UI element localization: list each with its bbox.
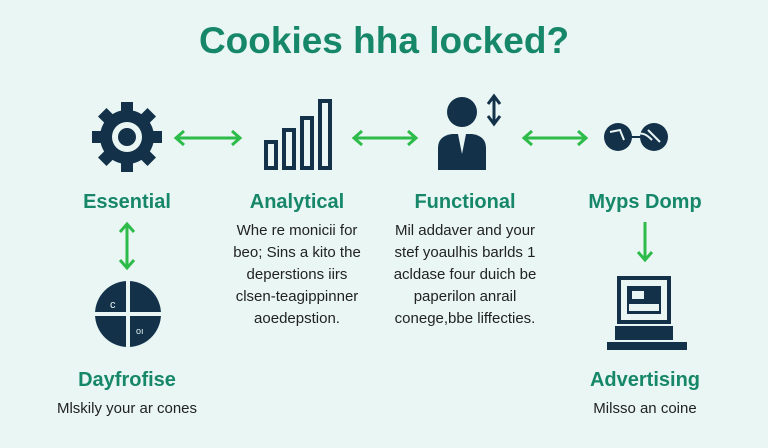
- arrow-essential-analytical: [173, 129, 243, 147]
- desc-line: Whe re monicii for: [236, 222, 358, 239]
- label-analytical: Analytical: [249, 191, 345, 213]
- svg-text:c: c: [110, 299, 116, 311]
- person-icon: [438, 93, 502, 170]
- description-advertising: Milsso an coine: [593, 400, 697, 417]
- desc-line: paperilon anrail: [413, 288, 517, 305]
- desc-line: deperstions iirs: [246, 266, 348, 283]
- desc-line: conege,bbe liffecties.: [394, 310, 536, 327]
- description-dayfrofise: Mlskily your ar cones: [56, 400, 198, 417]
- desc-line: Mil addaver and your: [394, 222, 536, 239]
- description-functional: Mil addaver and your stef yoaulhis barld…: [365, 220, 565, 330]
- label-myps-domp: Myps Domp: [588, 191, 702, 213]
- desc-line: acldase four duich be: [393, 266, 537, 283]
- globe-icon: [604, 123, 668, 151]
- arrow-myps-down: [636, 222, 654, 263]
- desc-line: stef yoaulhis barlds 1: [394, 244, 536, 261]
- bar-chart-icon: [264, 99, 332, 170]
- pie-chart-icon: c oı: [95, 281, 161, 347]
- label-essential: Essential: [83, 191, 171, 213]
- svg-text:oı: oı: [136, 326, 144, 336]
- label-dayfrofise: Dayfrofise: [78, 369, 176, 391]
- page-title: Cookies hha locked?: [198, 20, 570, 61]
- arrow-essential-down: [118, 221, 136, 271]
- gear-icon: [92, 102, 162, 172]
- arrow-functional-myps: [521, 129, 589, 147]
- description-analytical: Whe re monicii for beo; Sins a kito the …: [197, 220, 397, 330]
- desc-line: aoedepstion.: [254, 310, 340, 327]
- desc-line: clsen-teagippinner: [235, 288, 359, 305]
- label-advertising: Advertising: [589, 369, 701, 391]
- desc-line: beo; Sins a kito the: [233, 244, 361, 261]
- computer-icon: [607, 276, 687, 350]
- arrow-analytical-functional: [351, 129, 419, 147]
- label-functional: Functional: [414, 191, 516, 213]
